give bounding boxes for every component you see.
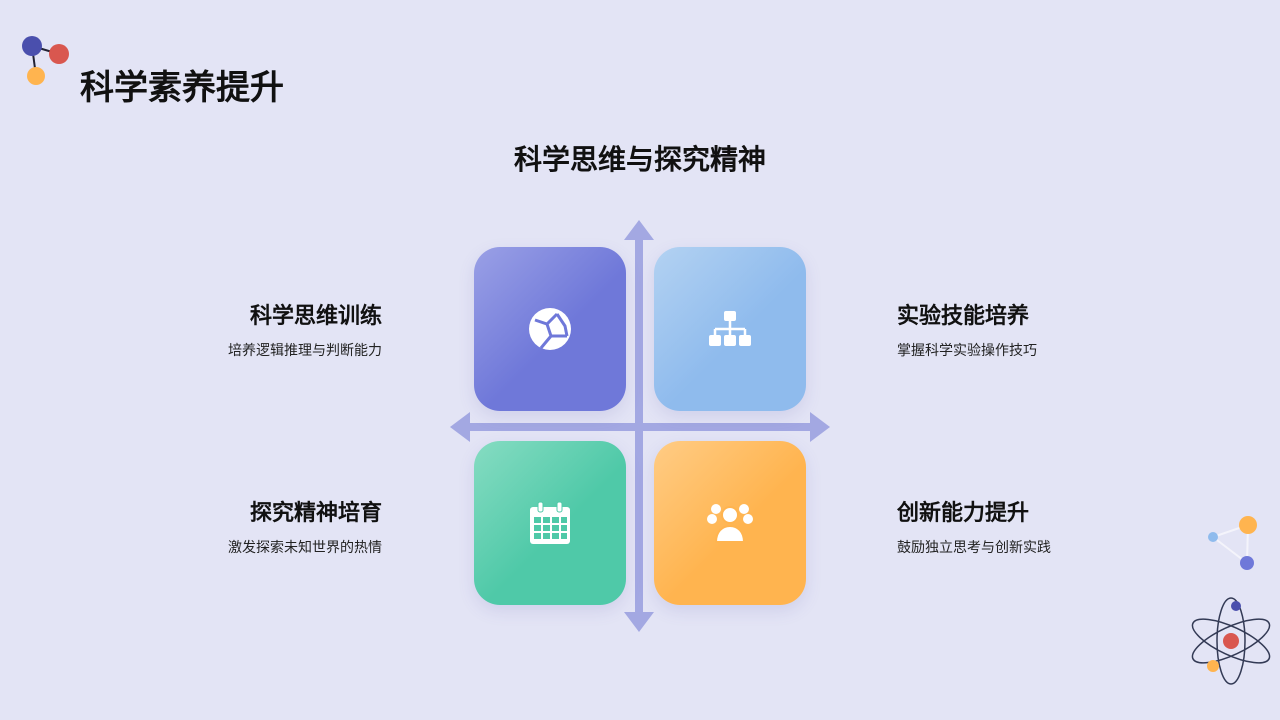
section-subtitle: 科学思维与探究精神 [513,143,766,176]
item-desc: 培养逻辑推理与判断能力 [228,343,382,359]
item-title: 探究精神培育 [249,501,382,526]
molecule-logo-icon [22,36,69,85]
card-exploration-spirit[interactable] [474,441,626,605]
triangle-molecule-icon [1208,516,1257,570]
item-exploration-spirit: 探究精神培育激发探索未知世界的热情 [228,495,382,557]
item-scientific-thinking: 科学思维训练培养逻辑推理与判断能力 [228,298,382,360]
card-scientific-thinking[interactable] [474,247,626,411]
quadrant-axes [450,220,830,632]
item-title: 科学思维训练 [249,304,382,329]
users-icon [707,504,753,543]
item-desc: 激发探索未知世界的热情 [228,540,382,556]
sitemap-icon [709,311,751,346]
calendar-icon [530,501,570,544]
item-innovation: 创新能力提升鼓励独立思考与创新实践 [897,495,1051,557]
atom-icon [1191,597,1271,685]
item-desc: 掌握科学实验操作技巧 [897,343,1037,359]
item-title: 创新能力提升 [897,501,1030,526]
card-experiment-skills[interactable] [654,247,806,411]
page-title: 科学素养提升 [80,68,284,108]
item-title: 实验技能培养 [897,304,1030,329]
item-desc: 鼓励独立思考与创新实践 [897,540,1051,556]
globe-network-icon [529,308,571,350]
item-experiment-skills: 实验技能培养掌握科学实验操作技巧 [897,298,1037,360]
card-innovation[interactable] [654,441,806,605]
